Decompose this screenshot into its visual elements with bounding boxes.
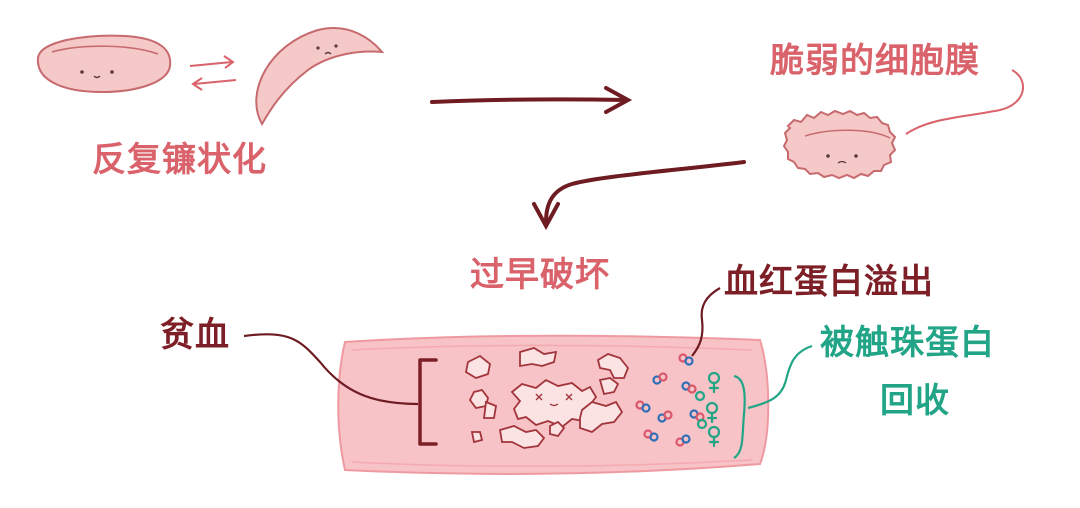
cell-fragments	[464, 347, 630, 449]
label-hemoglobin-spill: 血红蛋白溢出	[724, 262, 934, 302]
label-repeated-sickling: 反复镰状化	[92, 140, 267, 180]
fragment-face	[535, 393, 573, 407]
reversible-arrows	[189, 55, 237, 91]
normal-red-cell	[36, 34, 172, 94]
label-haptoglobin-line1: 被触珠蛋白	[820, 323, 995, 363]
haptoglobin-bracket	[733, 374, 746, 459]
label-premature-destruction: 过早破坏	[470, 255, 610, 295]
haptoglobin-binders	[694, 371, 721, 448]
fragile-cell	[782, 109, 897, 180]
haptoglobin-callout-line	[747, 344, 813, 410]
label-haptoglobin-line2: 回收	[880, 381, 950, 421]
sickle-cell	[255, 27, 385, 127]
main-arrow-right	[430, 86, 633, 114]
hemoglobin-callout-line	[691, 287, 721, 357]
anemia-callout-line	[243, 333, 419, 406]
anemia-bracket	[418, 358, 438, 446]
destruction-arrow	[532, 160, 746, 231]
label-fragile-membrane: 脆弱的细胞膜	[770, 41, 980, 81]
label-anemia: 贫血	[160, 315, 230, 355]
fragile-callout-line	[905, 69, 1024, 135]
